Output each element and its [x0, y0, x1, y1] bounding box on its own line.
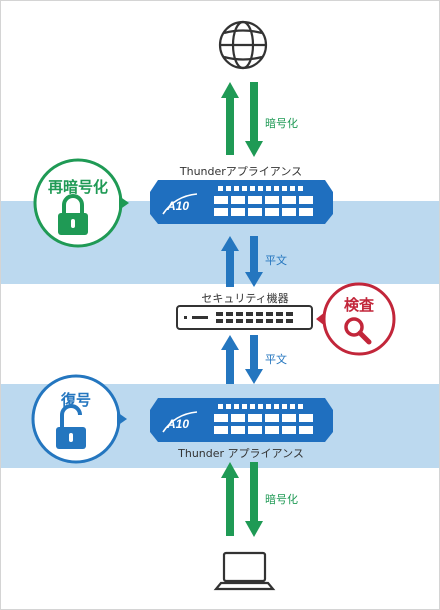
- decrypt-callout: [31, 374, 127, 464]
- upper-plain-up-arrow: [221, 236, 239, 287]
- top-encryption-label: 暗号化: [265, 117, 298, 130]
- top-encrypted-arrows: [221, 82, 263, 157]
- inspect-callout: [316, 282, 396, 356]
- top-appliance-caption: Thunderアプライアンス: [179, 165, 303, 178]
- upper-plain-label: 平文: [265, 254, 287, 267]
- reencrypt-title: 再暗号化: [47, 178, 108, 196]
- bottom-up-arrow: [221, 462, 239, 536]
- bottom-down-arrow: [245, 462, 263, 537]
- lock-closed-icon: [58, 194, 88, 235]
- inspect-title: 検査: [343, 296, 374, 314]
- lower-plain-down-arrow: [245, 335, 263, 384]
- upper-plain-down-arrow: [245, 236, 263, 287]
- security-device: [176, 305, 313, 330]
- decrypt-title: 復号: [60, 391, 91, 409]
- lower-plain-label: 平文: [265, 353, 287, 366]
- lower-plain-arrows: [221, 335, 263, 384]
- top-up-arrow: [221, 82, 239, 155]
- upper-plain-arrows: [221, 236, 263, 287]
- bottom-appliance-logo: A10: [166, 417, 189, 431]
- top-thunder-appliance: A10: [150, 180, 333, 224]
- bottom-encryption-label: 暗号化: [265, 493, 298, 506]
- bottom-appliance-caption: Thunder アプライアンス: [178, 447, 304, 460]
- bottom-thunder-appliance: A10: [150, 398, 333, 442]
- security-device-caption: セキュリティ機器: [201, 292, 289, 305]
- bottom-encrypted-arrows: [221, 462, 263, 537]
- lower-plain-up-arrow: [221, 335, 239, 384]
- magnifier-icon: [344, 317, 372, 345]
- laptop-icon: [213, 551, 276, 591]
- top-appliance-logo: A10: [166, 199, 189, 213]
- lock-open-icon: [56, 404, 86, 449]
- globe-icon: [218, 20, 268, 70]
- reencrypt-callout: [33, 158, 129, 248]
- top-down-arrow: [245, 82, 263, 157]
